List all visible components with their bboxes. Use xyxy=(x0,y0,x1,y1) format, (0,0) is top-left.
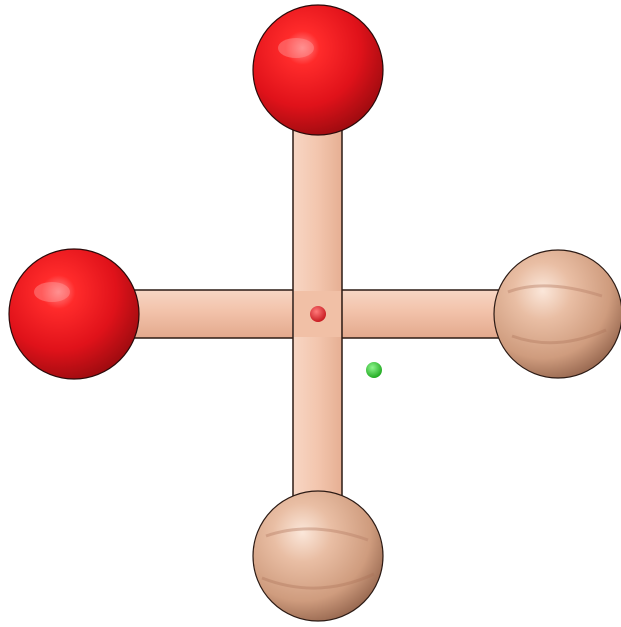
atom-right[interactable] xyxy=(493,249,621,379)
atom-right-texture-2 xyxy=(511,328,607,345)
atom-left[interactable] xyxy=(8,248,140,380)
atom-top-highlight xyxy=(278,38,314,58)
offset-marker[interactable] xyxy=(366,362,382,378)
atom-right-sphere[interactable] xyxy=(493,249,621,379)
bond-group xyxy=(129,119,511,521)
atom-bottom[interactable] xyxy=(252,490,384,622)
center-marker[interactable] xyxy=(310,306,326,322)
atom-top[interactable] xyxy=(252,4,384,136)
atom-top-sphere[interactable] xyxy=(252,4,384,136)
atom-left-highlight xyxy=(34,282,70,302)
atom-right-texture xyxy=(507,284,603,298)
atom-bottom-texture-2 xyxy=(261,572,375,590)
atom-bottom-sphere[interactable] xyxy=(252,490,384,622)
atom-left-sphere[interactable] xyxy=(8,248,140,380)
atom-bottom-texture xyxy=(265,527,369,542)
